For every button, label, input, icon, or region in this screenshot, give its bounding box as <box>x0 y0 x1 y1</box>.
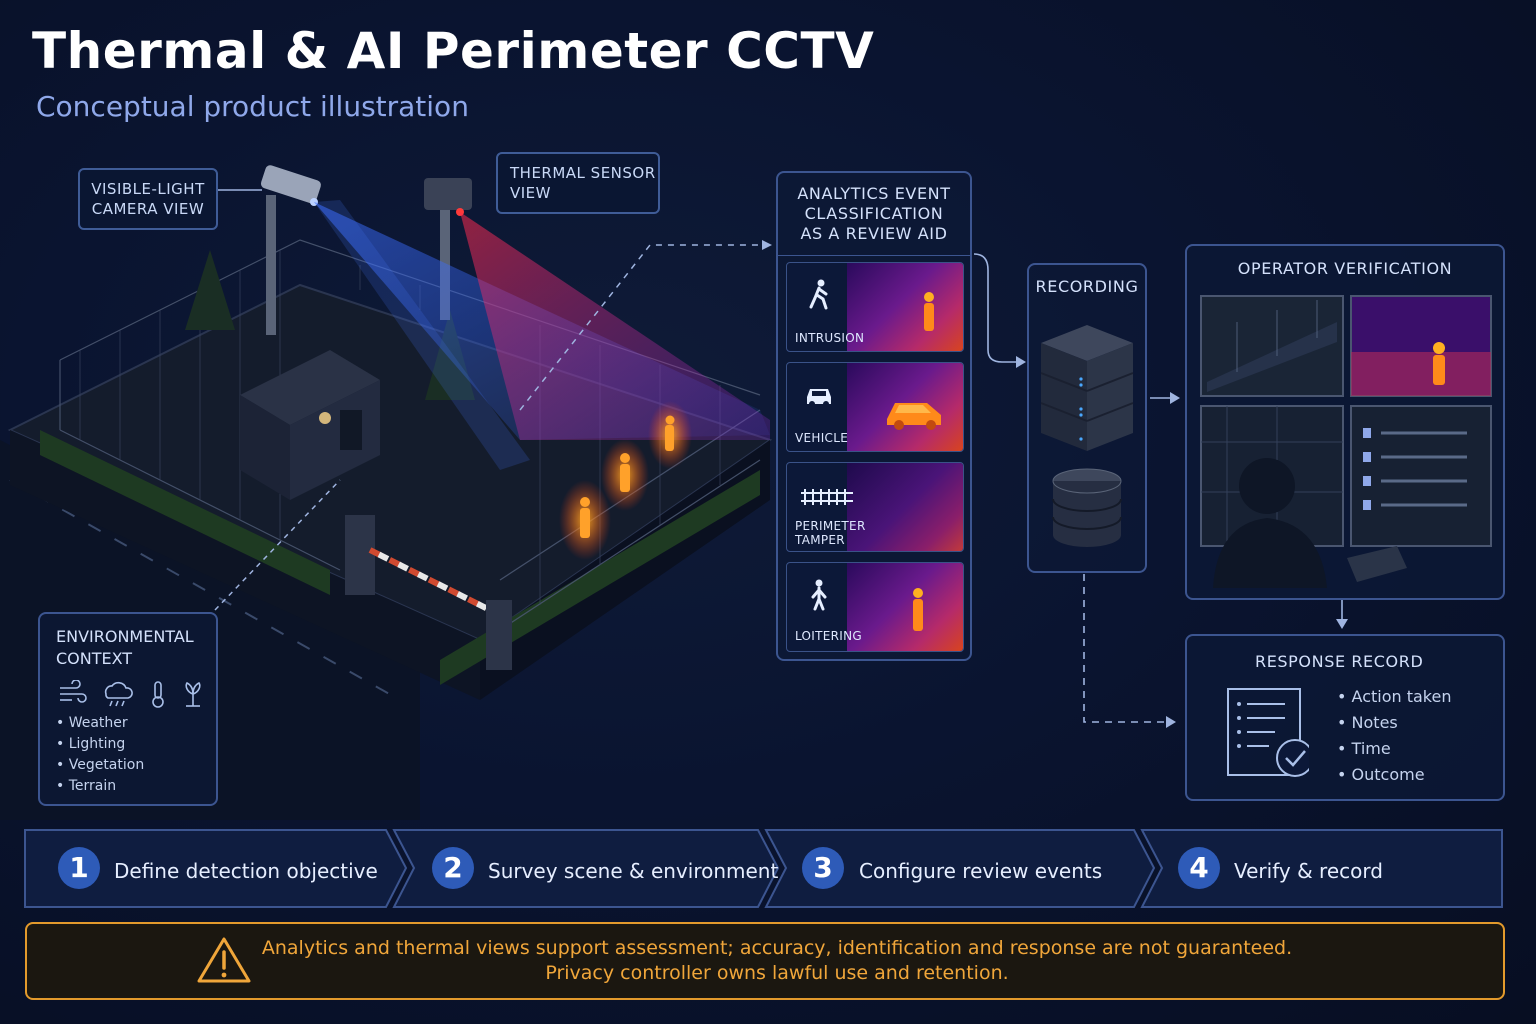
step-number-1: 1 <box>58 847 100 889</box>
environment-item-lighting: Lighting <box>68 736 126 752</box>
event-card-loitering[interactable]: LOITERING <box>786 562 964 652</box>
checklist-icon <box>1227 688 1309 777</box>
recording-panel: RECORDING <box>1027 263 1147 573</box>
thermal-vehicle <box>887 403 941 430</box>
page-title: Thermal & AI Perimeter CCTV <box>32 22 875 80</box>
environmental-context-title-line-1: ENVIRONMENTAL <box>56 627 194 646</box>
recording-title: RECORDING <box>1035 277 1139 296</box>
thermal-figure <box>913 588 923 631</box>
event-label-intrusion: INTRUSION <box>795 331 865 345</box>
response-item: • Outcome <box>1337 765 1425 784</box>
environmental-context-title-line-2: CONTEXT <box>56 649 133 668</box>
visible-camera-label: VISIBLE-LIGHT CAMERA VIEW <box>78 168 218 230</box>
step-3[interactable]: 3 Configure review events <box>766 829 1136 907</box>
analytics-event-panel: ANALYTICS EVENT CLASSIFICATION AS A REVI… <box>776 171 972 661</box>
response-item-time: Time <box>1351 739 1391 758</box>
visible-camera-label-line-1: VISIBLE-LIGHT <box>91 180 205 198</box>
step-2[interactable]: 2 Survey scene & environment <box>394 829 778 907</box>
environment-item: • Terrain <box>56 778 117 794</box>
disclaimer-banner: Analytics and thermal views support asse… <box>25 922 1505 1000</box>
event-card-intrusion[interactable]: INTRUSION <box>786 262 964 352</box>
step-label-4: Verify & record <box>1234 859 1383 883</box>
step-number-3: 3 <box>802 847 844 889</box>
step-1[interactable]: 1 Define detection objective <box>24 829 404 907</box>
step-label-3: Configure review events <box>859 859 1103 883</box>
page-subtitle: Conceptual product illustration <box>36 90 469 123</box>
step-number-2: 2 <box>432 847 474 889</box>
response-item-outcome: Outcome <box>1351 765 1425 784</box>
step-label-1: Define detection objective <box>114 859 378 883</box>
response-item-action: Action taken <box>1351 687 1452 706</box>
steps-bar <box>24 829 1503 908</box>
walking-person-icon <box>809 279 828 310</box>
server-icon <box>1040 325 1134 547</box>
standing-person-icon <box>811 579 827 611</box>
response-item: • Action taken <box>1337 687 1452 706</box>
thermal-thumbnail <box>847 263 963 351</box>
environment-item-terrain: Terrain <box>68 778 117 794</box>
response-item: • Notes <box>1337 713 1398 732</box>
environment-item-vegetation: Vegetation <box>68 757 145 773</box>
response-record-title: RESPONSE RECORD <box>1255 652 1424 671</box>
analytics-title-line-1: ANALYTICS EVENT <box>797 184 951 203</box>
flow-connectors <box>973 253 1180 728</box>
thermal-sensor-label-line-2: VIEW <box>510 184 551 202</box>
thermal-thumbnail <box>847 563 963 651</box>
event-card-vehicle[interactable]: VEHICLE <box>786 362 964 452</box>
step-number-4: 4 <box>1178 847 1220 889</box>
wind-icon <box>60 680 87 703</box>
car-icon <box>807 389 831 407</box>
environment-list: • Weather • Lighting • Vegetation • Terr… <box>56 713 144 797</box>
disclaimer-line-2: Privacy controller owns lawful use and r… <box>545 962 1009 984</box>
rain-cloud-icon <box>104 681 133 707</box>
thermal-sensor-label: THERMAL SENSOR VIEW <box>496 152 660 214</box>
event-label-loitering: LOITERING <box>795 629 863 643</box>
analytics-event-title: ANALYTICS EVENT CLASSIFICATION AS A REVI… <box>778 184 970 244</box>
response-item: • Time <box>1337 739 1391 758</box>
disclaimer-text: Analytics and thermal views support asse… <box>247 936 1307 986</box>
down-arrow <box>1336 600 1348 629</box>
event-card-perimeter-tamper[interactable]: PERIMETER TAMPER <box>786 462 964 552</box>
event-label-vehicle: VEHICLE <box>795 431 849 445</box>
environment-item: • Vegetation <box>56 757 145 773</box>
operator-workstation-illustration <box>1200 295 1492 588</box>
environment-item: • Lighting <box>56 736 126 752</box>
fence-icon <box>801 489 853 505</box>
environmental-context-title: ENVIRONMENTAL CONTEXT <box>56 626 194 670</box>
visible-camera-label-line-2: CAMERA VIEW <box>91 200 205 218</box>
analytics-title-line-3: AS A REVIEW AID <box>800 224 948 243</box>
database-icon <box>1052 468 1122 547</box>
environment-item-weather: Weather <box>68 715 128 731</box>
environment-item: • Weather <box>56 715 128 731</box>
plant-icon <box>185 681 201 707</box>
operator-verification-panel: OPERATOR VERIFICATION <box>1185 244 1505 600</box>
thermal-thumbnail <box>847 463 963 551</box>
environmental-context-panel: ENVIRONMENTAL CONTEXT • Weather • Lighti… <box>38 612 218 806</box>
perimeter-scene-illustration <box>0 165 773 820</box>
operator-verification-title: OPERATOR VERIFICATION <box>1237 259 1453 278</box>
analytics-title-line-2: CLASSIFICATION <box>804 204 944 223</box>
step-label-2: Survey scene & environment <box>488 859 779 883</box>
event-label-perimeter-tamper: PERIMETER TAMPER <box>795 519 866 547</box>
response-record-panel: RESPONSE RECORD • Action taken • Notes •… <box>1185 634 1505 801</box>
warning-icon <box>197 937 251 983</box>
disclaimer-line-1: Analytics and thermal views support asse… <box>261 937 1293 959</box>
environment-icons <box>60 680 201 708</box>
thermal-sensor-label-line-1: THERMAL SENSOR <box>510 164 656 182</box>
thermometer-icon <box>152 681 164 708</box>
response-item-notes: Notes <box>1351 713 1398 732</box>
step-4[interactable]: 4 Verify & record <box>1142 829 1502 907</box>
response-list: • Action taken • Notes • Time • Outcome <box>1337 684 1451 788</box>
thermal-figure <box>924 292 934 331</box>
divider <box>778 255 970 256</box>
